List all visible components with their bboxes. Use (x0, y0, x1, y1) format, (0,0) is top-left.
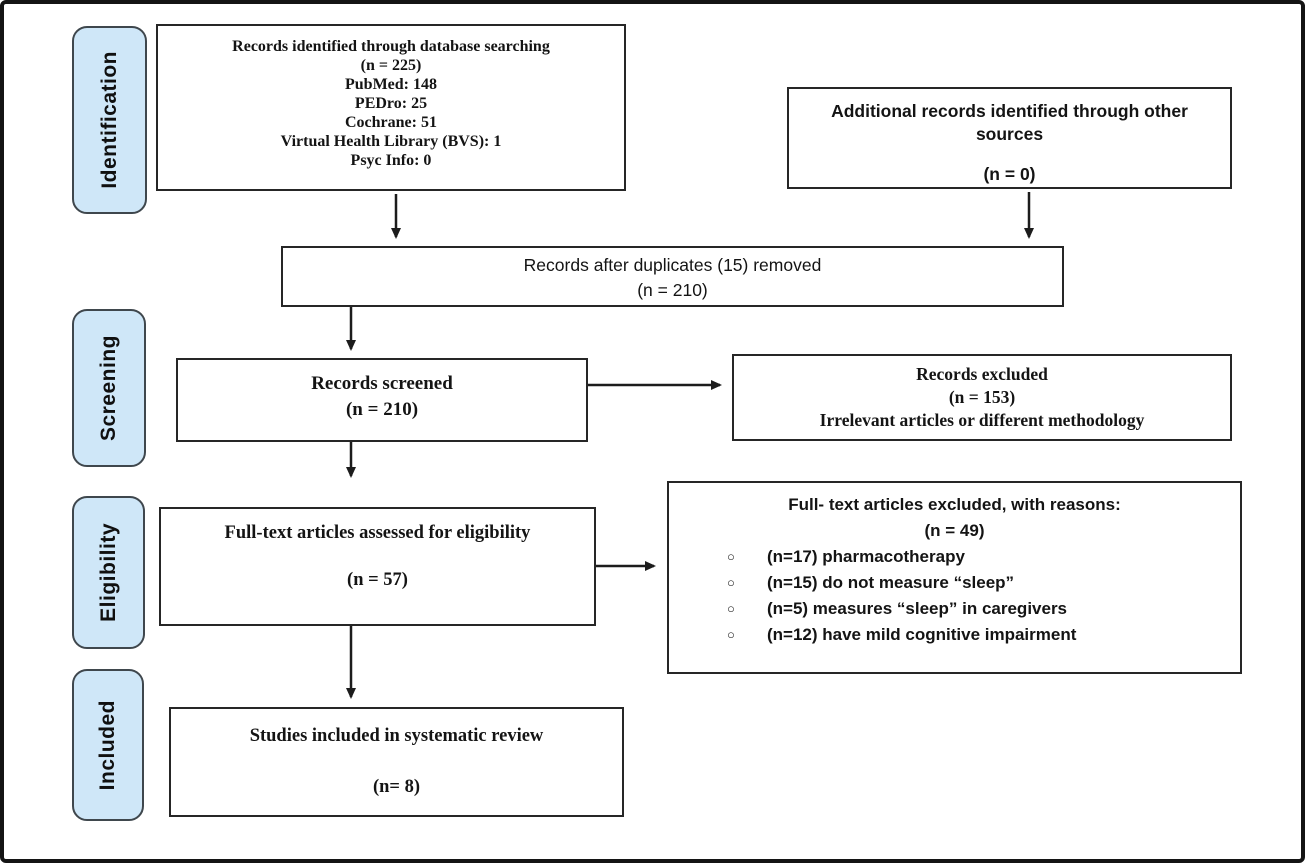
exclusion-reason-pharmacotherapy: (n=17) pharmacotherapy (767, 547, 965, 566)
exclusion-reason-caregivers: (n=5) measures “sleep” in caregivers (767, 599, 1068, 618)
duplicates-removed-n: (n = 210) (637, 280, 708, 300)
records-screened-n: (n = 210) (345, 399, 419, 420)
circle-bullet-icon: ○ (727, 549, 735, 564)
box-fulltext-excluded: Full- text articles excluded, with reaso… (667, 481, 1242, 674)
box-records-excluded: Records excluded (n = 153) Irrelevant ar… (732, 354, 1232, 441)
box-studies-included: Studies included in systematic review (n… (169, 707, 624, 817)
stage-label-eligibility: Eligibility (72, 496, 145, 649)
records-excluded-title: Records excluded (916, 364, 1048, 384)
studies-included-n: (n= 8) (372, 777, 421, 797)
box-records-screened: Records screened (n = 210) (176, 358, 588, 442)
fulltext-excluded-title: Full- text articles excluded, with reaso… (788, 495, 1121, 514)
box-records-identified: Records identified through database sear… (156, 24, 626, 191)
stage-label-screening: Screening (72, 309, 146, 467)
exclusion-reason-row: ○ (n=15) do not measure “sleep” (669, 570, 1240, 596)
fulltext-assessed-n: (n = 57) (347, 570, 408, 590)
stage-label-identification: Identification (72, 26, 147, 214)
exclusion-reason-mci: (n=12) have mild cognitive impairment (767, 625, 1077, 644)
box-duplicates-removed: Records after duplicates (15) removed (n… (281, 246, 1064, 307)
records-excluded-n: (n = 153) (948, 387, 1016, 407)
exclusion-reason-row: ○ (n=5) measures “sleep” in caregivers (669, 596, 1240, 622)
stage-label-included-text: Included (96, 699, 119, 791)
circle-bullet-icon: ○ (727, 575, 735, 590)
records-screened-title: Records screened (311, 373, 453, 394)
exclusion-reason-row: ○ (n=12) have mild cognitive impairment (669, 622, 1240, 648)
additional-records-title: Additional records identified through ot… (831, 101, 1188, 144)
records-identified-n: (n = 225) (360, 57, 422, 74)
records-identified-title: Records identified through database sear… (232, 38, 550, 55)
studies-included-title: Studies included in systematic review (249, 726, 544, 746)
fulltext-assessed-title: Full-text articles assessed for eligibil… (224, 523, 531, 543)
box-fulltext-assessed: Full-text articles assessed for eligibil… (159, 507, 596, 626)
source-pedro: PEDro: 25 (354, 95, 428, 112)
stage-label-eligibility-text: Eligibility (96, 523, 120, 622)
box-additional-records: Additional records identified through ot… (787, 87, 1232, 189)
additional-records-n: (n = 0) (983, 164, 1036, 184)
source-psycinfo: Psyc Info: 0 (350, 152, 432, 169)
stage-label-identification-text: Identification (97, 51, 121, 189)
source-pubmed: PubMed: 148 (345, 76, 437, 93)
records-excluded-reason: Irrelevant articles or different methodo… (819, 410, 1145, 430)
source-bvs: Virtual Health Library (BVS): 1 (280, 133, 502, 150)
circle-bullet-icon: ○ (727, 601, 735, 616)
duplicates-removed-title: Records after duplicates (15) removed (523, 255, 822, 275)
exclusion-reason-row: ○ (n=17) pharmacotherapy (669, 544, 1240, 570)
exclusion-reason-no-sleep-measure: (n=15) do not measure “sleep” (767, 573, 1015, 592)
stage-label-screening-text: Screening (97, 334, 120, 442)
stage-label-included: Included (72, 669, 144, 821)
source-cochrane: Cochrane: 51 (345, 114, 437, 131)
circle-bullet-icon: ○ (727, 627, 735, 642)
fulltext-excluded-n: (n = 49) (924, 521, 985, 540)
